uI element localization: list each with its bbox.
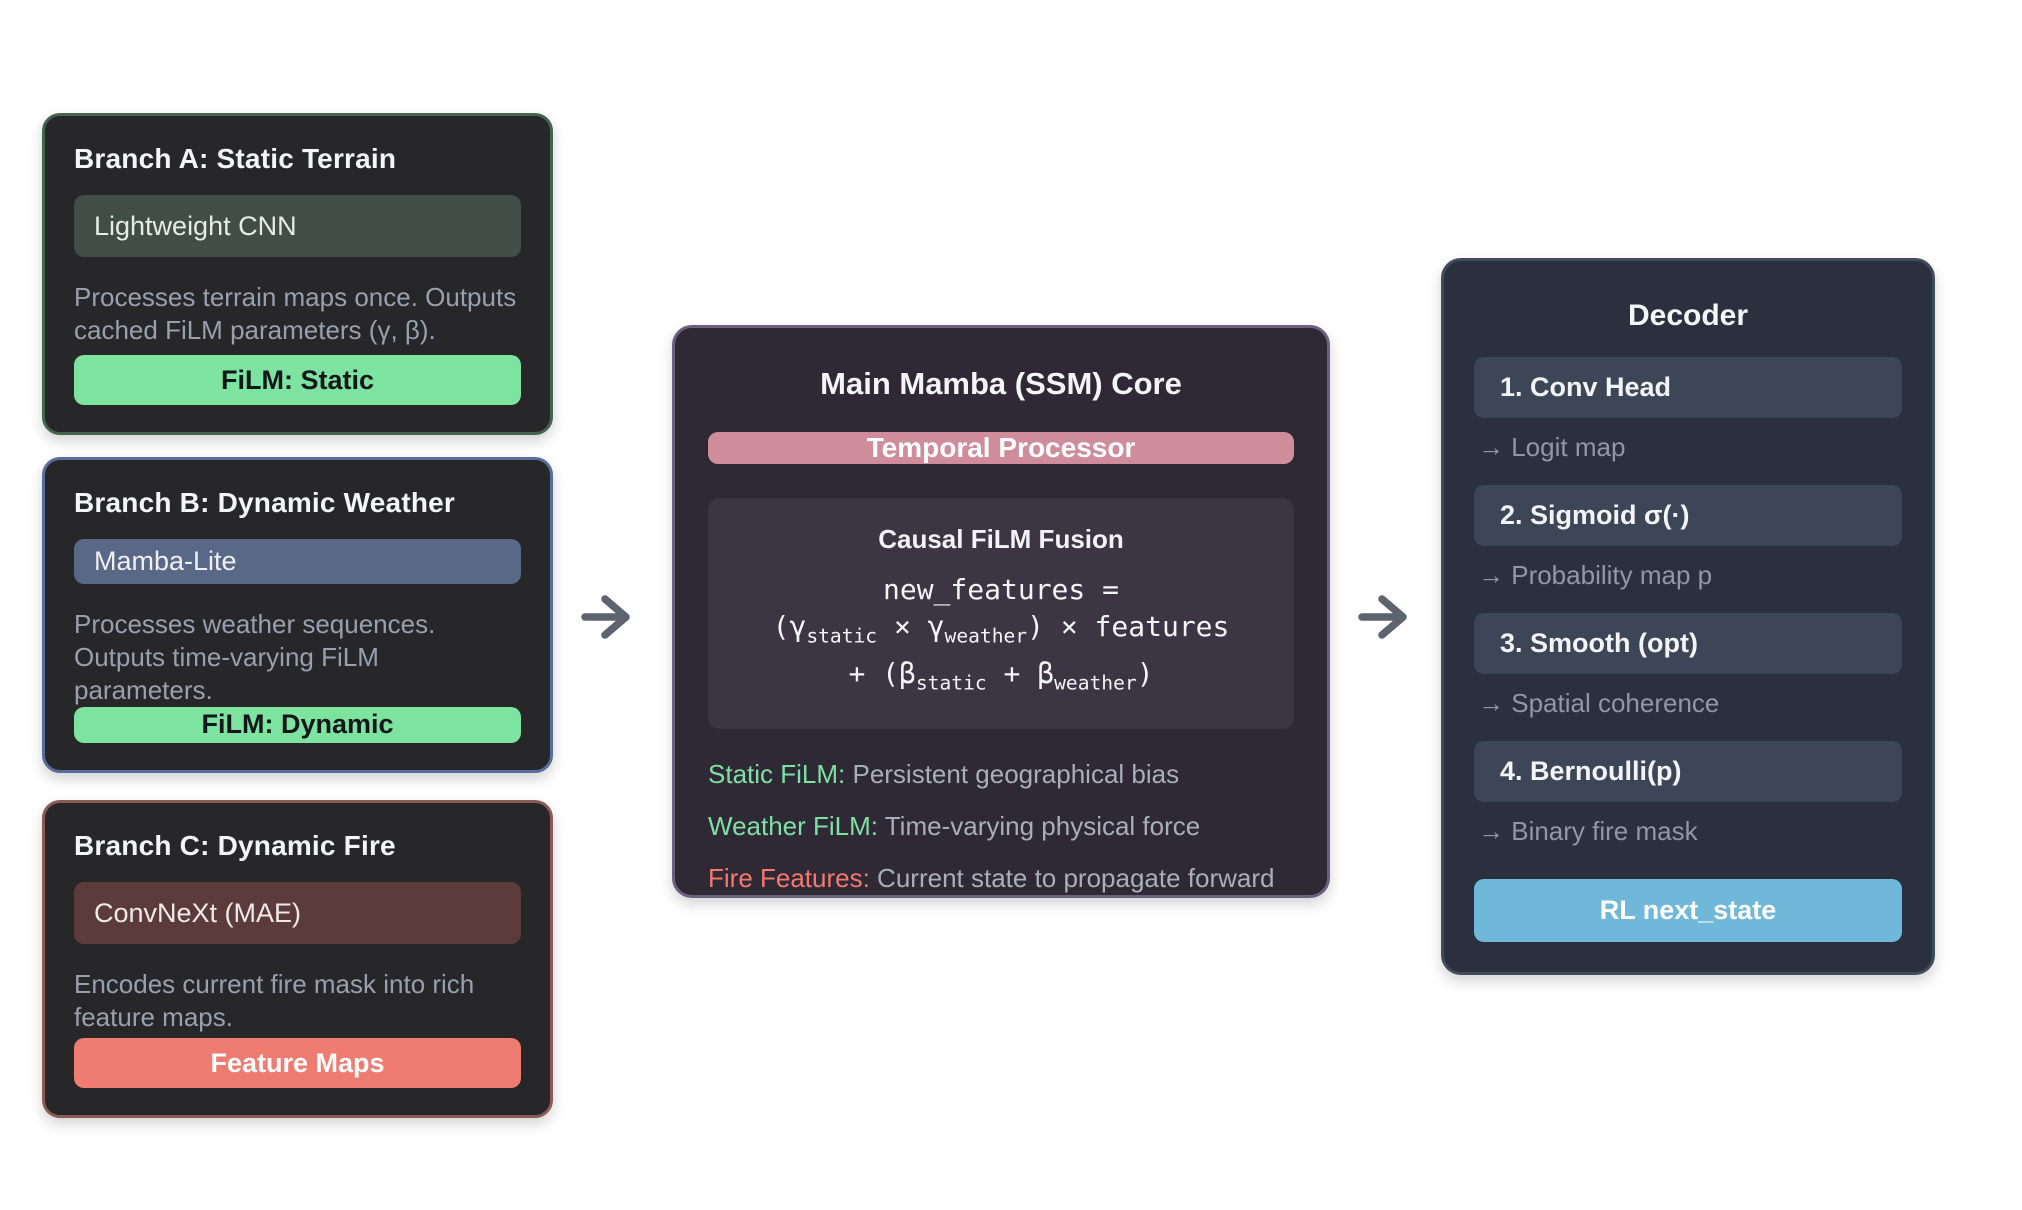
legend-static-film-label: Static FiLM: <box>708 759 846 790</box>
legend-weather-film-text: Time-varying physical force <box>878 811 1201 842</box>
legend-fire-features-label: Fire Features: <box>708 863 870 894</box>
decoder-step-conv-head: 1. Conv Head <box>1474 357 1902 418</box>
branch-c-module-label: ConvNeXt (MAE) <box>94 897 302 928</box>
mamba-core-title: Main Mamba (SSM) Core <box>820 366 1182 401</box>
decoder-step-bernoulli: 4. Bernoulli(p) <box>1474 741 1902 802</box>
formula-line-3: + (βstatic + βweather) <box>848 656 1154 695</box>
right-arrow-icon <box>1358 595 1407 639</box>
branch-c-badge: Feature Maps <box>74 1038 521 1088</box>
legend-weather-film: Weather FiLM: Time-varying physical forc… <box>708 811 1294 842</box>
fusion-formula: new_features = (γstatic × γweather) × fe… <box>726 571 1276 701</box>
branch-c-module: ConvNeXt (MAE) <box>74 882 521 944</box>
decoder-step-bernoulli-output: → Binary fire mask <box>1478 816 1698 846</box>
legend-static-film: Static FiLM: Persistent geographical bia… <box>708 759 1294 790</box>
branch-b-title: Branch B: Dynamic Weather <box>74 487 456 518</box>
decoder-step-conv-head-output: → Logit map <box>1478 432 1626 462</box>
causal-film-fusion-block: Causal FiLM Fusion new_features = (γstat… <box>708 498 1294 730</box>
mamba-core-card: Main Mamba (SSM) Core Temporal Processor… <box>672 325 1330 898</box>
decoder-step-sigmoid-output: → Probability map p <box>1478 560 1713 590</box>
temporal-processor-block: Temporal Processor <box>708 432 1294 464</box>
legend-weather-film-label: Weather FiLM: <box>708 811 879 842</box>
legend-static-film-text: Persistent geographical bias <box>845 759 1180 790</box>
decoder-step-smooth-output: → Spatial coherence <box>1478 688 1720 718</box>
decoder-title: Decoder <box>1627 299 1749 332</box>
branch-b-module: Mamba-Lite <box>74 539 521 584</box>
right-arrow-icon <box>581 595 630 639</box>
decoder-step-sigmoid: 2. Sigmoid σ(·) <box>1474 485 1902 546</box>
legend-fire-features: Fire Features: Current state to propagat… <box>708 863 1294 894</box>
branch-b-badge: FiLM: Dynamic <box>74 706 521 743</box>
rl-next-state-block: RL next_state <box>1474 879 1902 942</box>
formula-line-2: (γstatic × γweather) × features <box>772 610 1230 648</box>
branch-a-module-label: Lightweight CNN <box>94 210 297 241</box>
branch-a-description: Processes terrain maps once. Outputs cac… <box>74 282 517 345</box>
branch-c-description: Encodes current fire mask into rich feat… <box>74 969 475 1032</box>
branch-b-description: Processes weather sequences. Outputs tim… <box>74 608 436 705</box>
branch-a-card: Branch A: Static Terrain Lightweight CNN… <box>42 113 553 435</box>
branch-a-module: Lightweight CNN <box>74 195 521 257</box>
decoder-step-smooth: 3. Smooth (opt) <box>1474 613 1902 674</box>
decoder-card: Decoder 1. Conv Head → Logit map 2. Sigm… <box>1441 258 1935 975</box>
film-legend: Static FiLM: Persistent geographical bia… <box>708 759 1294 894</box>
legend-fire-features-text: Current state to propagate forward <box>869 863 1275 894</box>
formula-line-1: new_features = <box>882 573 1119 606</box>
branch-b-card: Branch B: Dynamic Weather Mamba-Lite Pro… <box>42 457 553 773</box>
branch-a-badge: FiLM: Static <box>74 355 521 405</box>
branch-c-title: Branch C: Dynamic Fire <box>74 830 396 861</box>
branch-c-card: Branch C: Dynamic Fire ConvNeXt (MAE) En… <box>42 800 553 1118</box>
fusion-title: Causal FiLM Fusion <box>878 524 1124 554</box>
branch-b-module-label: Mamba-Lite <box>94 545 237 576</box>
branch-a-title: Branch A: Static Terrain <box>74 143 397 174</box>
